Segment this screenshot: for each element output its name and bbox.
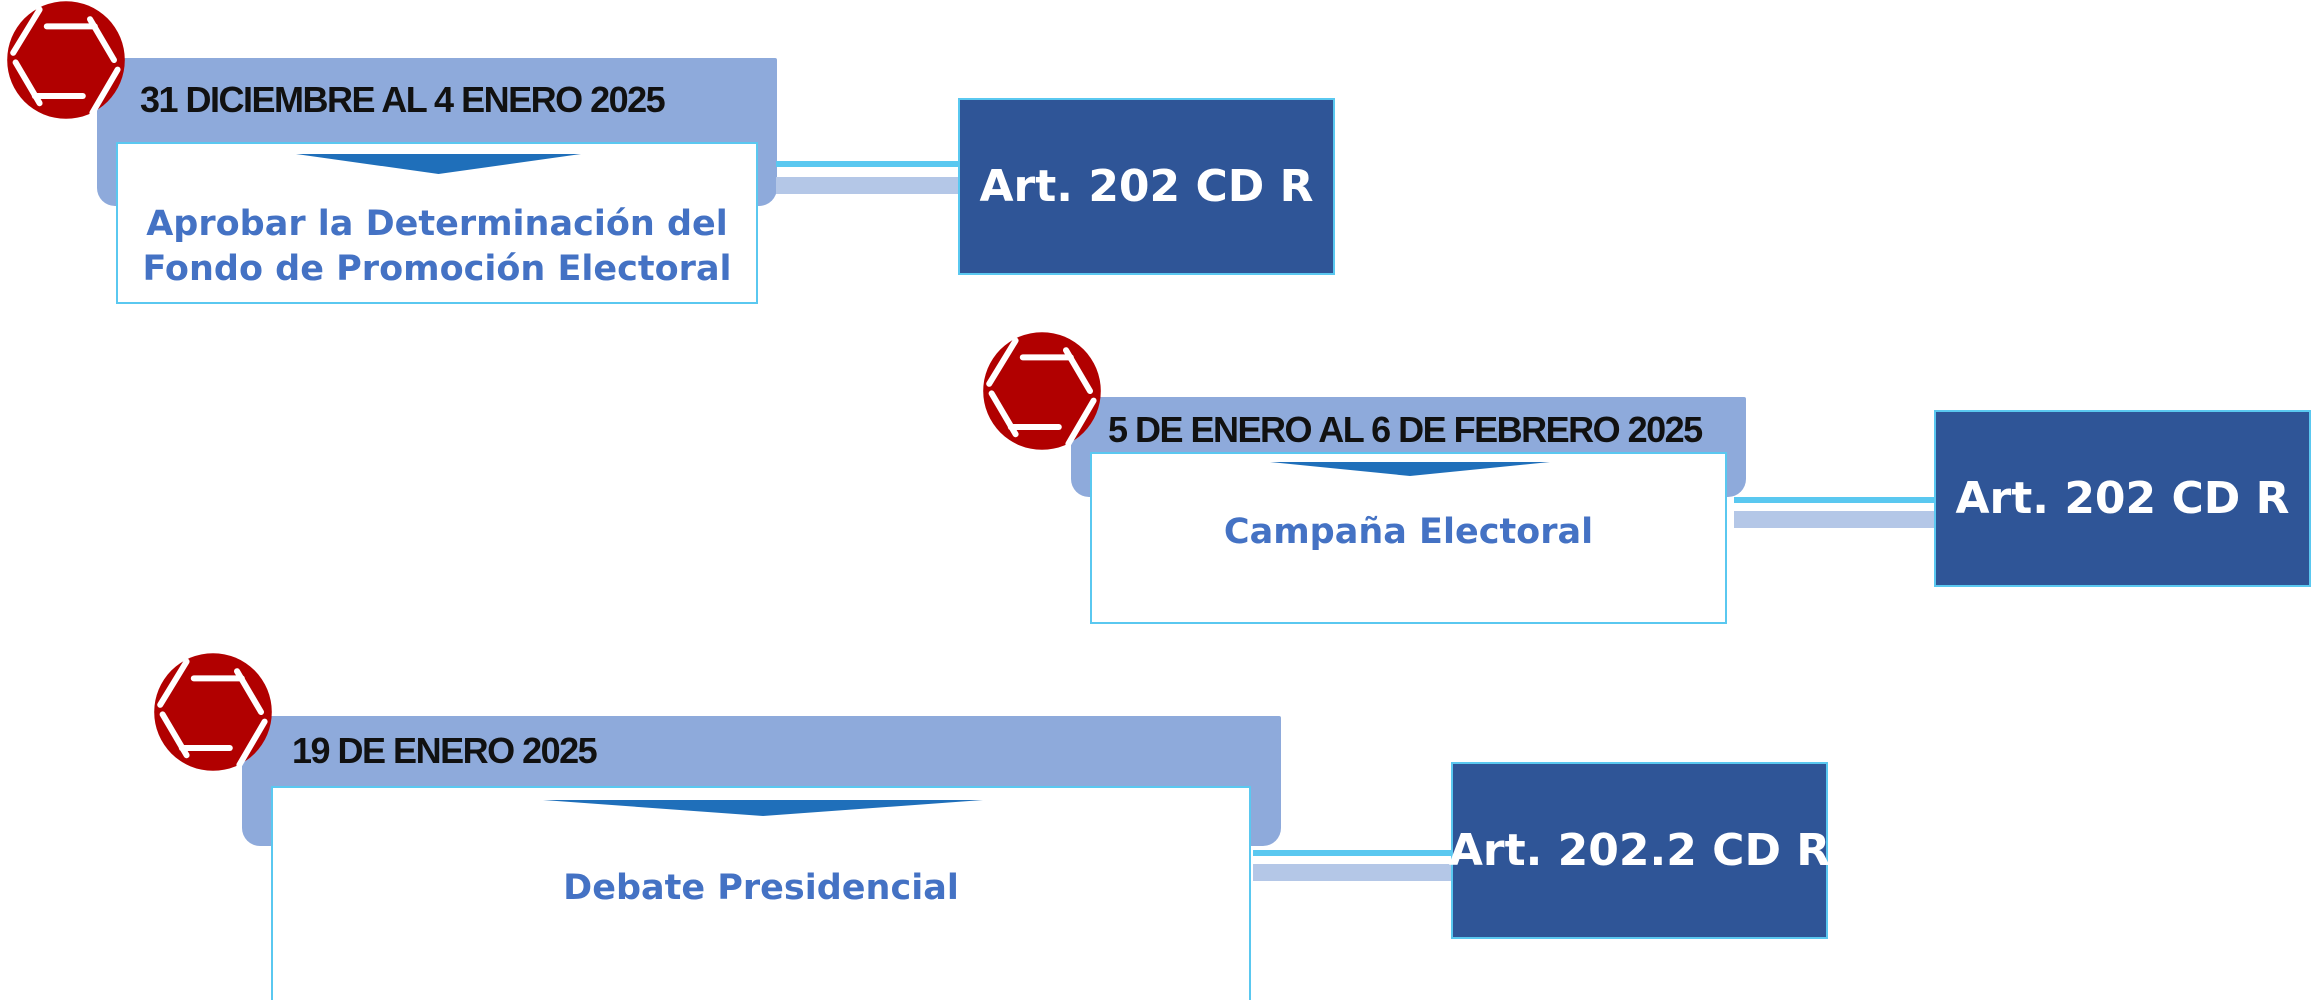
event-description: Aprobar la Determinación del Fondo de Pr… [118,202,756,292]
camera-aperture-icon [983,332,1101,450]
pointer-arrow [296,154,581,174]
pointer-arrow [1270,462,1550,476]
article-label: Art. 202 CD R [1955,473,2290,524]
event-date: 31 DICIEMBRE AL 4 ENERO 2025 [140,79,666,120]
connector-line [776,177,960,194]
event-description: Debate Presidencial [273,866,1249,911]
description-line: Fondo de Promoción Electoral [142,249,732,289]
article-box: Art. 202 CD R [958,98,1335,275]
pointer-arrow [543,800,983,816]
article-box: Art. 202.2 CD R [1448,762,1831,939]
description-line: Campaña Electoral [1223,512,1594,552]
connector-line [776,161,960,167]
event-date: 19 DE ENERO 2025 [292,730,598,771]
article-label: Art. 202.2 CD R [1448,825,1831,876]
connector-line [1734,511,1934,528]
camera-aperture-icon [154,653,272,771]
description-box: Campaña Electoral [1090,452,1727,624]
connector-line [1253,850,1453,856]
description-box: Aprobar la Determinación del Fondo de Pr… [116,142,758,304]
event-description: Campaña Electoral [1092,510,1725,555]
article-label: Art. 202 CD R [979,161,1314,212]
connector-line [1734,497,1934,503]
description-line: Debate Presidencial [563,868,959,908]
description-box: Debate Presidencial [271,786,1251,1000]
camera-aperture-icon [7,1,125,119]
connector-line [1253,864,1453,881]
article-box: Art. 202 CD R [1934,410,2311,587]
description-line: Aprobar la Determinación del [146,204,728,244]
event-date: 5 DE ENERO AL 6 DE FEBRERO 2025 [1108,409,1703,450]
